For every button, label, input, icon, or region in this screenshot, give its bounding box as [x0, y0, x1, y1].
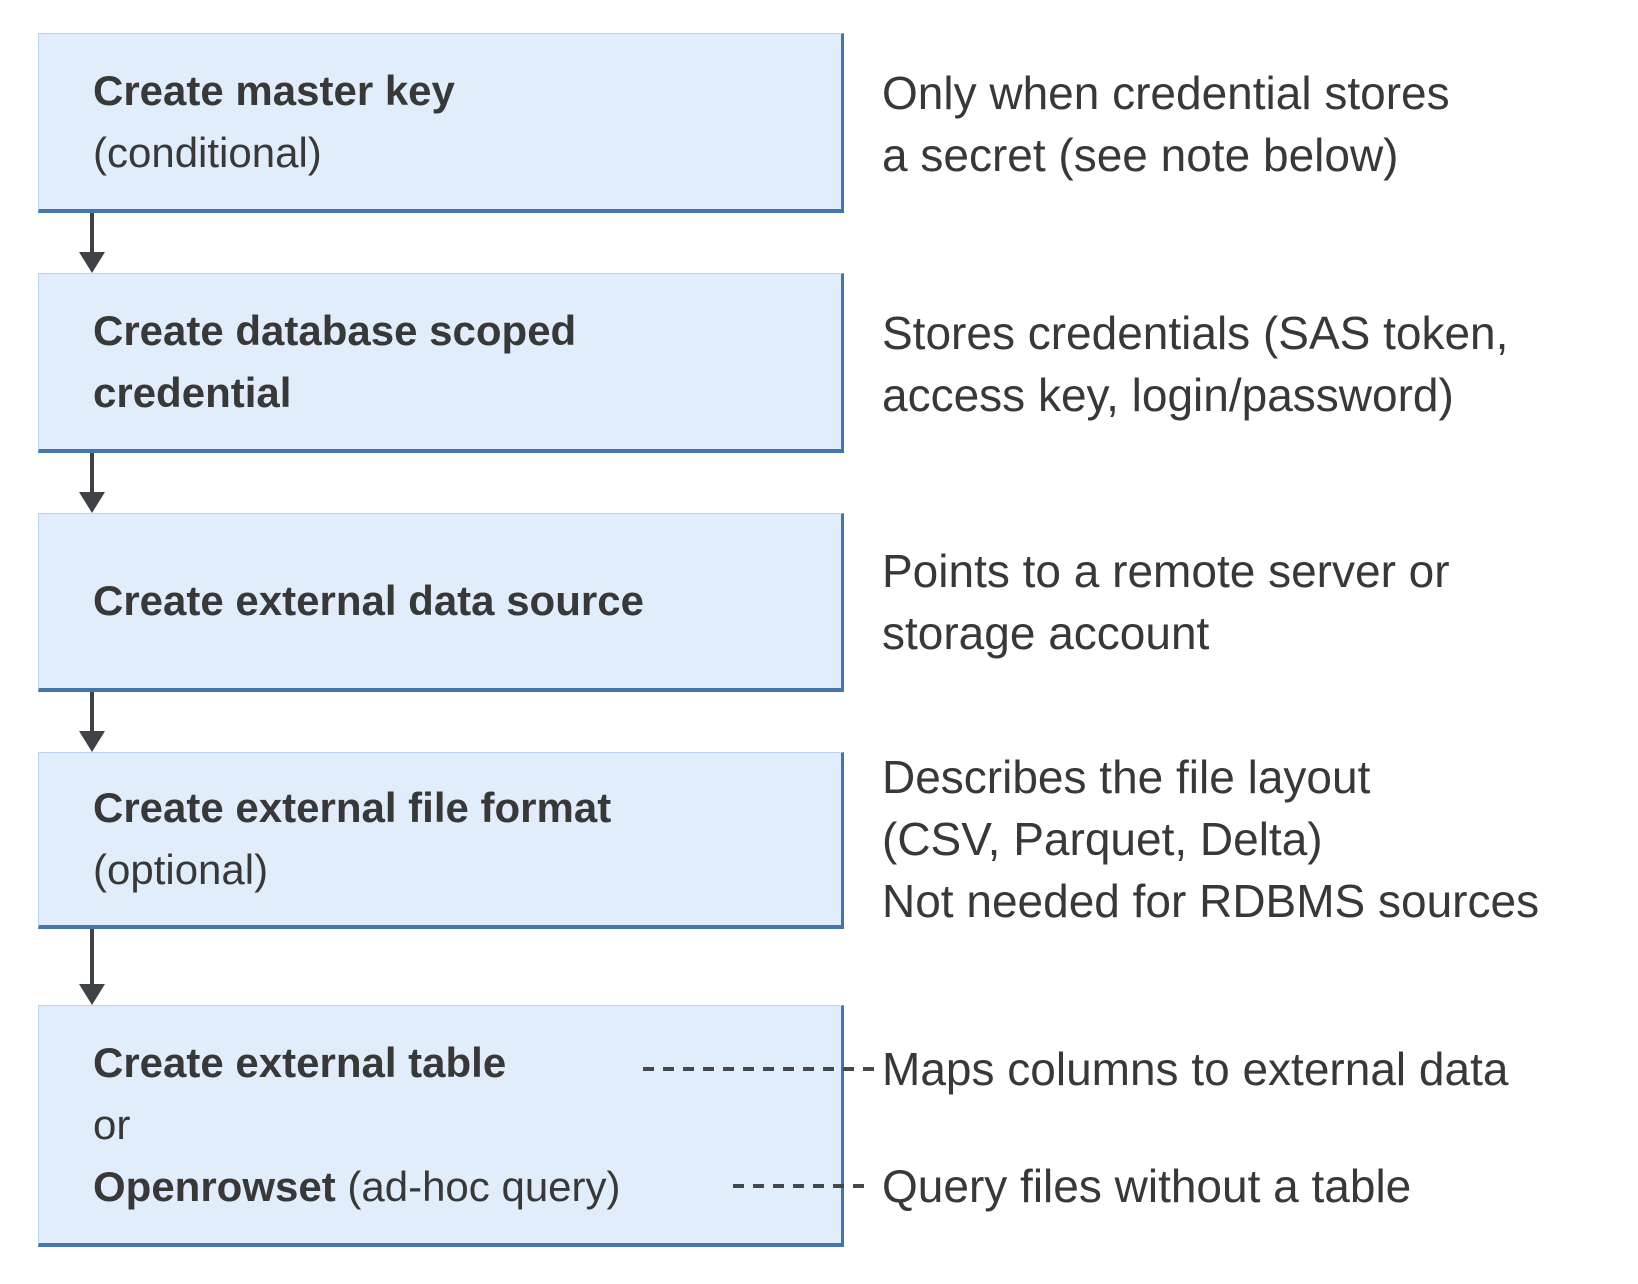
dashed-connector-openrowset	[733, 1184, 873, 1188]
box-title-line: Create external table	[93, 1032, 841, 1094]
box-openrowset-bold: Openrowset	[93, 1162, 336, 1210]
box-or-line: or	[93, 1094, 841, 1156]
box-title-bold: Create external table	[93, 1038, 507, 1086]
flow-box-create-external-file-format: Create external file format (optional)	[38, 752, 844, 929]
flow-box-create-master-key: Create master key (conditional)	[38, 33, 844, 213]
description-line: Stores credentials (SAS token,	[882, 307, 1509, 359]
description-create-external-data-source: Points to a remote server or storage acc…	[882, 540, 1450, 664]
box-subtitle-line: (conditional)	[93, 122, 841, 184]
note-query-files: Query files without a table	[882, 1160, 1412, 1212]
note-maps-columns: Maps columns to external data	[882, 1043, 1509, 1095]
box-subtitle-regular: (optional)	[93, 846, 269, 893]
box-title-bold: Create external data source	[93, 577, 644, 624]
down-arrow-shaft	[90, 453, 94, 493]
description-line: storage account	[882, 607, 1210, 659]
box-title-line: Create external file format	[93, 777, 841, 839]
box-title-line: Create external data source	[93, 570, 841, 632]
description-line: Points to a remote server or	[882, 545, 1450, 597]
down-arrow-shaft	[90, 692, 94, 732]
box-title-bold: credential	[93, 368, 292, 416]
box-subtitle-line: (optional)	[93, 839, 841, 901]
box-title-line-2: credential	[93, 362, 841, 424]
down-arrow-shaft	[90, 213, 94, 253]
flow-box-create-external-data-source: Create external data source	[38, 513, 844, 692]
description-line: Only when credential stores	[882, 67, 1450, 119]
flow-box-create-database-scoped-credential: Create database scoped credential	[38, 273, 844, 453]
box-subtitle-regular: (conditional)	[93, 128, 322, 176]
box-title-line: Create database scoped	[93, 300, 841, 362]
description-line: access key, login/password)	[882, 369, 1454, 421]
flow-box-create-external-table-or-openrowset: Create external table or Openrowset (ad-…	[38, 1005, 844, 1247]
dashed-connector-external-table	[643, 1067, 876, 1071]
description-line: (CSV, Parquet, Delta)	[882, 813, 1323, 865]
box-openrowset-regular: (ad-hoc query)	[335, 1162, 621, 1210]
description-line: a secret (see note below)	[882, 129, 1399, 181]
down-arrow-head	[79, 731, 105, 752]
box-title-bold: Create external file format	[93, 784, 612, 831]
description-line: Not needed for RDBMS sources	[882, 875, 1540, 927]
box-title-line: Create master key	[93, 60, 841, 122]
down-arrow-head	[79, 984, 105, 1005]
down-arrow-shaft	[90, 929, 94, 985]
description-create-external-file-format: Describes the file layout (CSV, Parquet,…	[882, 746, 1539, 932]
box-openrowset-line: Openrowset (ad-hoc query)	[93, 1156, 841, 1218]
box-or-regular: or	[93, 1100, 131, 1148]
description-create-master-key: Only when credential stores a secret (se…	[882, 62, 1450, 186]
box-title-bold: Create database scoped	[93, 306, 577, 354]
down-arrow-head	[79, 252, 105, 273]
description-create-database-scoped-credential: Stores credentials (SAS token, access ke…	[882, 302, 1508, 426]
description-line: Describes the file layout	[882, 751, 1371, 803]
down-arrow-head	[79, 492, 105, 513]
box-title-bold: Create master key	[93, 66, 455, 114]
